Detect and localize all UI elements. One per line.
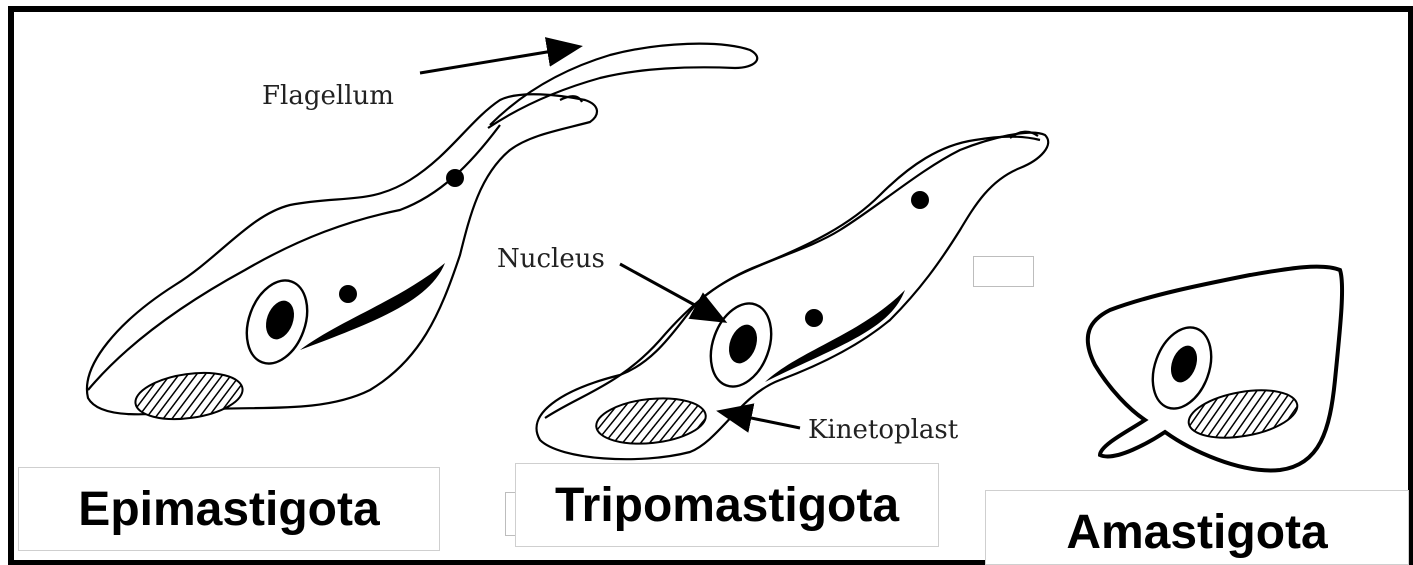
epimastigote-granule-upper <box>446 169 464 187</box>
flagellum-label: Flagellum <box>262 81 394 111</box>
kinetoplast-arrow <box>722 412 800 428</box>
flagellum-arrow <box>420 47 577 73</box>
kinetoplast-label: Kinetoplast <box>808 415 959 445</box>
nucleus-arrow <box>620 264 722 320</box>
amastigota-caption: Amastigota <box>985 490 1409 565</box>
trypomastigote-granule-upper <box>911 191 929 209</box>
trypomastigote-kinetoplast-bar <box>765 290 905 382</box>
epimastigote-kinetoplast <box>132 367 245 426</box>
trypomastigote-kinetoplast <box>594 393 708 448</box>
trypomastigote-granule-lower <box>805 309 823 327</box>
amastigote-body-outline <box>1088 267 1342 471</box>
epimastigote-granule-lower <box>339 285 357 303</box>
epimastigota-caption: Epimastigota <box>18 467 440 551</box>
empty-box-small <box>973 256 1034 287</box>
tripomastigota-caption: Tripomastigota <box>515 463 939 547</box>
nucleus-label: Nucleus <box>497 244 605 274</box>
epimastigote-cell <box>87 44 757 415</box>
